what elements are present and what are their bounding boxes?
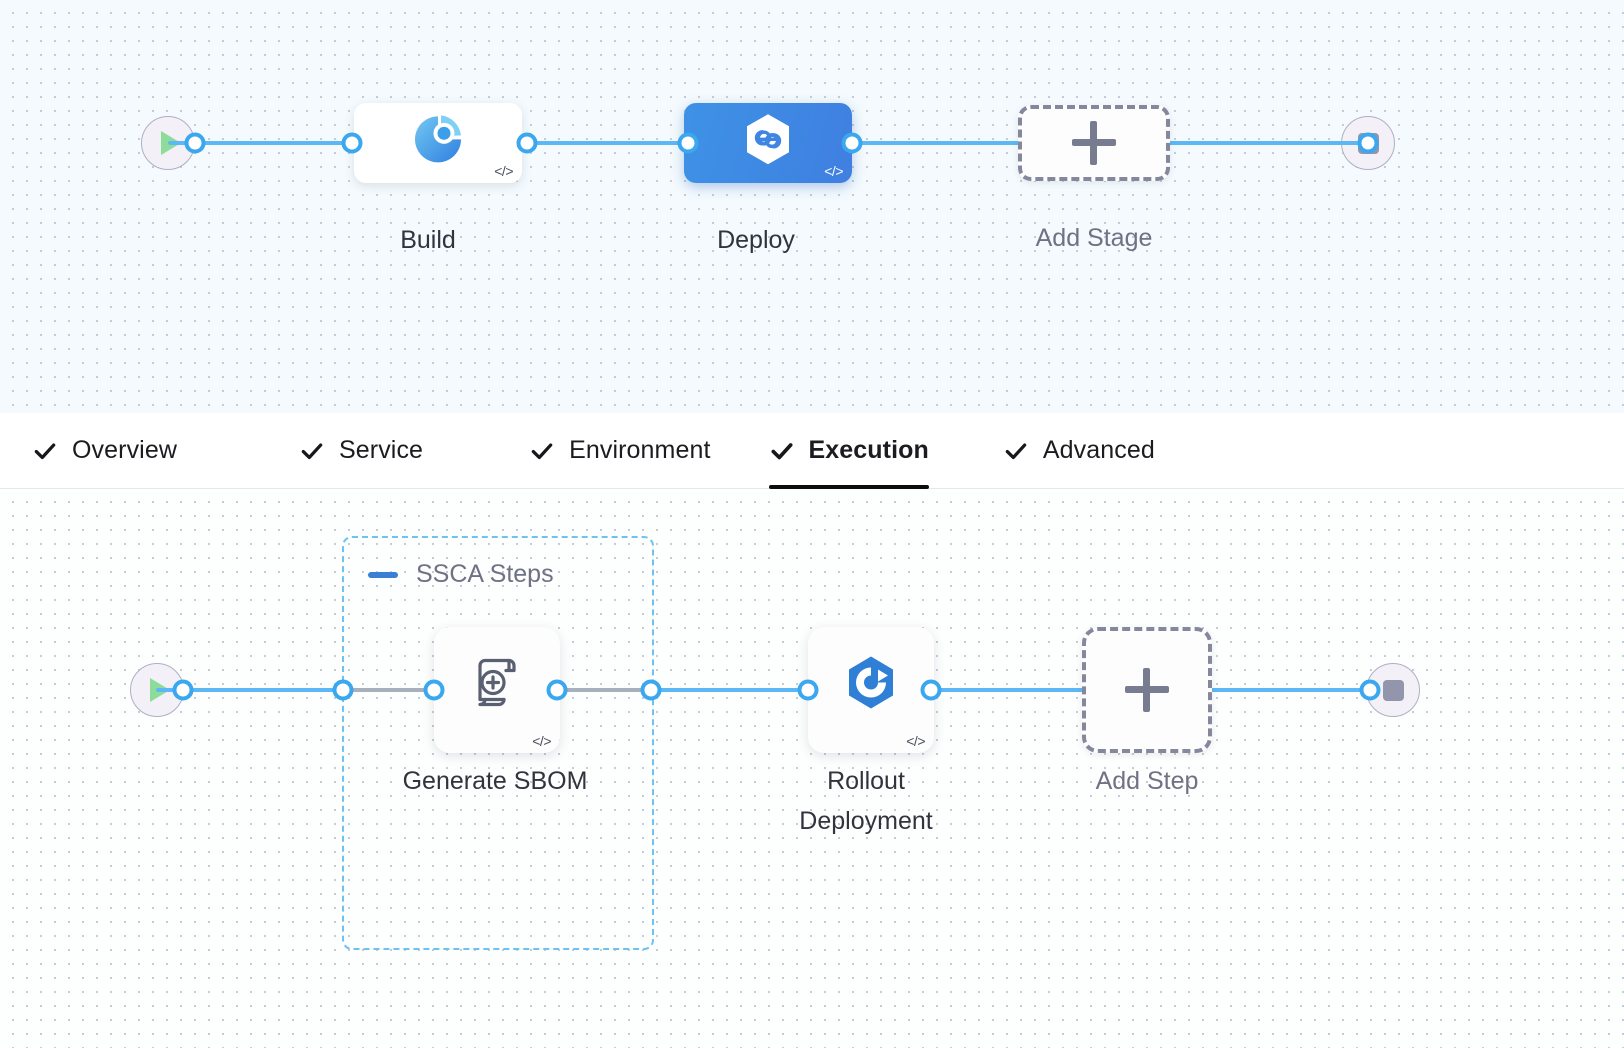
stage-card-deploy[interactable]: </> — [684, 103, 852, 183]
step-link-group-rollout — [650, 688, 810, 692]
step-end-port[interactable] — [1359, 679, 1381, 701]
step-link-add-end — [1206, 688, 1370, 692]
add-stage-button[interactable] — [1018, 105, 1170, 181]
stage-link-deploy-add — [852, 141, 1022, 145]
step-label-rollout-deployment: Rollout Deployment — [799, 767, 933, 835]
step-label-generate-sbom: Generate SBOM — [402, 767, 588, 795]
add-step-button[interactable] — [1082, 627, 1212, 753]
step-group-out-port[interactable] — [640, 679, 662, 701]
code-badge-icon: </> — [532, 733, 551, 749]
stage-end-port[interactable] — [1357, 132, 1379, 154]
step-group-ssca[interactable]: SSCA Steps — [342, 536, 654, 950]
tab-overview[interactable]: Overview — [32, 413, 177, 488]
tab-environment[interactable]: Environment — [529, 413, 710, 488]
step-sbom-out-port[interactable] — [546, 679, 568, 701]
step-link-start-group — [156, 688, 344, 692]
plus-icon — [1125, 668, 1169, 712]
step-rollout-out-port[interactable] — [920, 679, 942, 701]
check-icon — [1005, 442, 1027, 459]
step-canvas[interactable]: SSCA Steps — [0, 489, 1624, 1048]
stage-build-out-port[interactable] — [516, 132, 538, 154]
tabbar: Overview Service Environment — [0, 413, 1624, 489]
plus-icon — [1072, 121, 1116, 165]
tab-label-environment: Environment — [569, 436, 711, 464]
tab-label-execution: Execution — [808, 436, 929, 464]
add-stage-label: Add Stage — [1035, 224, 1153, 252]
step-rollout-in-port[interactable] — [797, 679, 819, 701]
step-group-header[interactable]: SSCA Steps — [368, 560, 554, 589]
stage-start-port[interactable] — [184, 132, 206, 154]
build-pie-icon — [411, 112, 465, 171]
sbom-scroll-plus-icon — [466, 651, 528, 718]
tab-label-service: Service — [339, 436, 424, 464]
step-card-rollout-deployment[interactable]: </> — [808, 627, 934, 753]
check-icon — [531, 442, 553, 459]
stop-icon — [1382, 679, 1404, 701]
stage-deploy-out-port[interactable] — [841, 132, 863, 154]
rollout-hexagon-icon — [840, 651, 902, 718]
step-link-sbom-groupout — [556, 688, 652, 692]
tab-active-underline — [768, 485, 929, 489]
tab-execution[interactable]: Execution — [768, 413, 929, 489]
stage-label-build: Build — [400, 226, 456, 254]
step-sbom-in-port[interactable] — [423, 679, 445, 701]
check-icon — [771, 442, 793, 459]
check-icon — [34, 442, 56, 459]
stage-deploy-in-port[interactable] — [677, 132, 699, 154]
stage-link-start-build — [168, 141, 352, 145]
add-step-label: Add Step — [1095, 767, 1199, 795]
tab-advanced[interactable]: Advanced — [1003, 413, 1155, 488]
code-badge-icon: </> — [906, 733, 925, 749]
tab-label-overview: Overview — [72, 436, 177, 464]
step-group-title: SSCA Steps — [416, 560, 554, 588]
code-badge-icon: </> — [824, 163, 843, 179]
step-group-in-port[interactable] — [332, 679, 354, 701]
check-icon — [301, 442, 323, 459]
step-end-node[interactable] — [1366, 663, 1420, 717]
harness-hexagon-icon — [740, 111, 796, 172]
tab-label-advanced: Advanced — [1042, 436, 1155, 464]
stage-label-deploy: Deploy — [717, 226, 795, 254]
step-link-group-sbom — [344, 688, 434, 692]
step-card-generate-sbom[interactable]: </> — [434, 627, 560, 753]
stage-link-add-end — [1164, 141, 1368, 145]
stage-canvas[interactable]: </> Build </> Deploy Add Stage — [0, 0, 1624, 413]
step-link-rollout-add — [930, 688, 1086, 692]
tab-service[interactable]: Service — [299, 413, 423, 488]
stage-card-build[interactable]: </> — [354, 103, 522, 183]
code-badge-icon: </> — [494, 163, 513, 179]
minus-icon[interactable] — [368, 571, 398, 578]
stage-build-in-port[interactable] — [341, 132, 363, 154]
step-start-port[interactable] — [172, 679, 194, 701]
